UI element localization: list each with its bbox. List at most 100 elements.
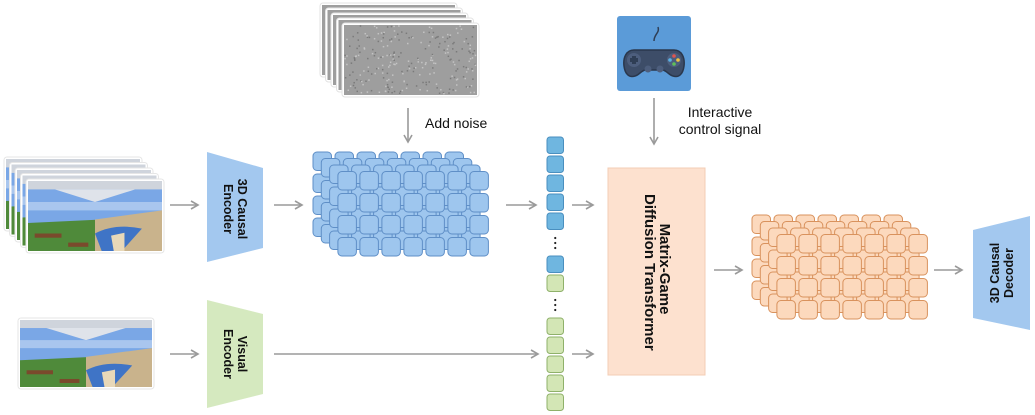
output-latent-token bbox=[821, 279, 840, 298]
ellipsis-dot bbox=[554, 304, 556, 306]
output-latent-token bbox=[777, 235, 796, 254]
latent-token bbox=[382, 172, 401, 191]
noise-frame bbox=[342, 23, 479, 97]
ellipsis-dot bbox=[554, 237, 556, 239]
latent-token bbox=[360, 172, 379, 191]
causal-encoder-label-line1: 3D Causal bbox=[235, 169, 249, 249]
image-token bbox=[547, 318, 564, 335]
output-latent-token bbox=[843, 301, 862, 320]
latent-token bbox=[470, 194, 489, 213]
latent-grid-output bbox=[752, 215, 927, 319]
video-token bbox=[547, 156, 564, 173]
latent-token bbox=[382, 238, 401, 257]
output-latent-token bbox=[843, 257, 862, 276]
latent-grid-noisy bbox=[313, 152, 488, 256]
latent-token bbox=[360, 238, 379, 257]
latent-token bbox=[448, 216, 467, 235]
output-latent-token bbox=[909, 301, 928, 320]
reference-frame bbox=[18, 318, 154, 389]
video-token bbox=[547, 137, 564, 154]
output-latent-token bbox=[865, 279, 884, 298]
output-latent-token bbox=[887, 235, 906, 254]
output-latent-token bbox=[821, 235, 840, 254]
output-latent-token bbox=[887, 257, 906, 276]
latent-token bbox=[404, 238, 423, 257]
output-latent-token bbox=[799, 279, 818, 298]
output-latent-token bbox=[865, 235, 884, 254]
control-signal-label-2: control signal bbox=[672, 121, 768, 138]
output-latent-token bbox=[821, 301, 840, 320]
causal-encoder-label-line2: Encoder bbox=[221, 169, 235, 249]
latent-token bbox=[338, 238, 357, 257]
output-latent-token bbox=[909, 257, 928, 276]
latent-token bbox=[404, 216, 423, 235]
output-latent-token bbox=[843, 235, 862, 254]
causal-decoder-label-line2: Decoder bbox=[1002, 233, 1016, 313]
dit-label-line1: Matrix-Game bbox=[657, 194, 672, 344]
output-latent-token bbox=[777, 279, 796, 298]
output-latent-token bbox=[799, 301, 818, 320]
latent-token bbox=[382, 216, 401, 235]
latent-token bbox=[404, 172, 423, 191]
image-token bbox=[547, 394, 564, 411]
latent-token bbox=[360, 216, 379, 235]
token-sequence bbox=[547, 137, 564, 411]
output-latent-token bbox=[887, 301, 906, 320]
latent-token bbox=[360, 194, 379, 213]
latent-token bbox=[448, 172, 467, 191]
output-latent-token bbox=[887, 279, 906, 298]
ellipsis-dot bbox=[554, 247, 556, 249]
video-token bbox=[547, 194, 564, 211]
output-latent-token bbox=[865, 301, 884, 320]
output-latent-token bbox=[777, 257, 796, 276]
causal-decoder-label: 3D Causal Decoder bbox=[988, 233, 1016, 313]
visual-encoder-label-line2: Encoder bbox=[221, 314, 235, 394]
control-signal-label-1: Interactive bbox=[680, 104, 760, 121]
video-token bbox=[547, 256, 564, 273]
output-latent-token bbox=[909, 279, 928, 298]
causal-decoder-label-line1: 3D Causal bbox=[988, 233, 1002, 313]
dit-label: Matrix-Game Diffusion Transformer bbox=[642, 194, 672, 344]
video-token bbox=[547, 213, 564, 230]
ellipsis-dot bbox=[554, 309, 556, 311]
causal-encoder-label: 3D Causal Encoder bbox=[221, 169, 249, 249]
image-token bbox=[547, 275, 564, 292]
image-token bbox=[547, 337, 564, 354]
ellipsis-dot bbox=[554, 299, 556, 301]
image-token bbox=[547, 356, 564, 373]
ellipsis-dot bbox=[554, 242, 556, 244]
image-token bbox=[547, 375, 564, 392]
output-latent-token bbox=[909, 235, 928, 254]
add-noise-label: Add noise bbox=[425, 115, 487, 132]
visual-encoder-label-line1: Visual bbox=[235, 314, 249, 394]
video-frame bbox=[26, 179, 164, 253]
latent-token bbox=[426, 216, 445, 235]
output-latent-token bbox=[821, 257, 840, 276]
latent-token bbox=[338, 194, 357, 213]
output-latent-token bbox=[799, 257, 818, 276]
latent-token bbox=[426, 172, 445, 191]
visual-encoder-label: Visual Encoder bbox=[221, 314, 249, 394]
output-latent-token bbox=[865, 257, 884, 276]
latent-token bbox=[404, 194, 423, 213]
latent-token bbox=[426, 194, 445, 213]
latent-token bbox=[470, 172, 489, 191]
latent-token bbox=[426, 238, 445, 257]
video-token bbox=[547, 175, 564, 192]
latent-token bbox=[338, 172, 357, 191]
latent-token bbox=[470, 216, 489, 235]
latent-token bbox=[382, 194, 401, 213]
output-latent-token bbox=[843, 279, 862, 298]
input-video-frames bbox=[4, 157, 164, 253]
noise-frames bbox=[320, 3, 479, 97]
latent-token bbox=[470, 238, 489, 257]
output-latent-token bbox=[777, 301, 796, 320]
latent-token bbox=[338, 216, 357, 235]
latent-token bbox=[448, 194, 467, 213]
latent-token bbox=[448, 238, 467, 257]
gamepad-card bbox=[617, 16, 691, 91]
reference-image bbox=[18, 318, 154, 389]
output-latent-token bbox=[799, 235, 818, 254]
dit-label-line2: Diffusion Transformer bbox=[642, 194, 657, 344]
